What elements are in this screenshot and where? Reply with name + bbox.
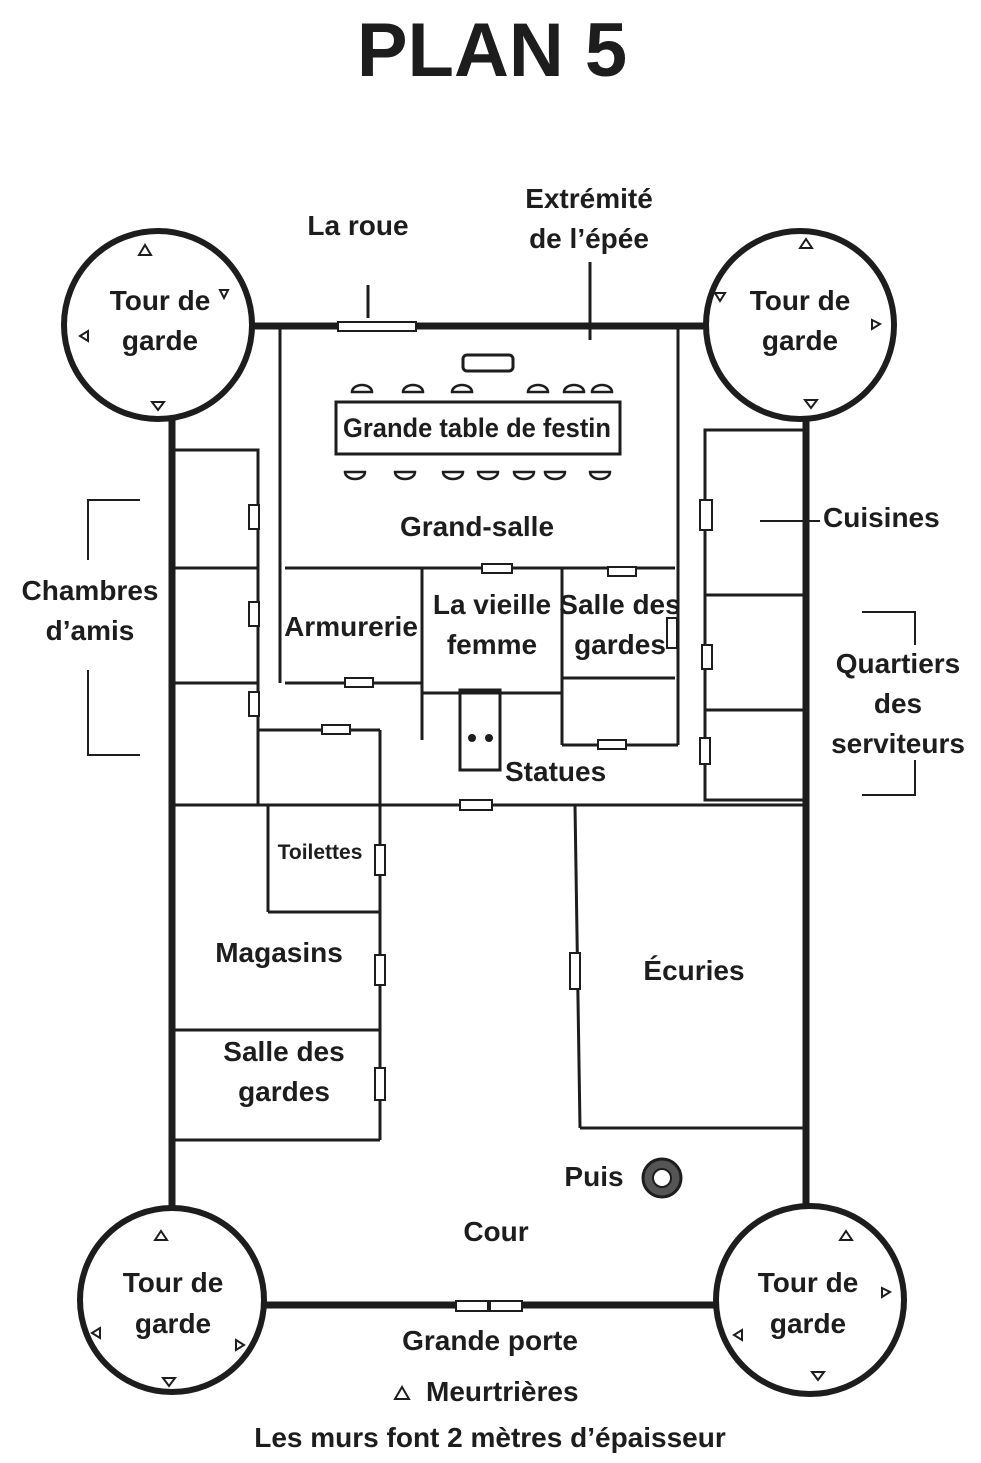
feast-table	[334, 353, 622, 456]
label-grand-salle: Grand-salle	[400, 511, 554, 542]
tower-label: Tour de	[750, 285, 851, 316]
label-vieille: La vieille	[433, 589, 551, 620]
label-statues: Statues	[505, 756, 606, 787]
label-salle-gardes-2: Salle des	[223, 1036, 344, 1067]
label-gardes-2: gardes	[238, 1076, 330, 1107]
label-salle-gardes: Salle des	[559, 589, 680, 620]
tower-label: Tour de	[758, 1267, 859, 1298]
plan-title: PLAN 5	[357, 8, 627, 93]
well-icon	[641, 1157, 683, 1199]
tower-label: garde	[122, 325, 198, 356]
tower-label: garde	[770, 1308, 846, 1339]
quartiers-bracket	[862, 611, 916, 796]
statue-icon	[468, 734, 476, 742]
arrow-slit-icons	[78, 237, 893, 1388]
tower-label: Tour de	[123, 1267, 224, 1298]
label-armurerie: Armurerie	[284, 611, 418, 642]
label-puits: Puis	[564, 1161, 623, 1192]
wall-thickness-note: Les murs font 2 mètres d’épaisseur	[254, 1422, 726, 1453]
doors	[248, 321, 713, 1312]
tower-bottom-left	[77, 1205, 267, 1395]
label-des: des	[874, 688, 922, 719]
label-chambres: Chambres	[22, 575, 159, 606]
label-la-roue: La roue	[307, 210, 408, 241]
tower-bottom-right	[713, 1203, 907, 1397]
label-gardes: gardes	[574, 629, 666, 660]
label-grande-table: Grande table de festin	[343, 413, 611, 443]
chairs	[343, 383, 614, 481]
label-femme: femme	[447, 629, 537, 660]
legend-meurtrieres: Meurtrières	[426, 1376, 579, 1407]
tower-label: garde	[135, 1308, 211, 1339]
label-epee: de l’épée	[529, 223, 649, 254]
label-toilettes: Toilettes	[278, 841, 363, 864]
label-ecuries: Écuries	[643, 955, 744, 986]
statue-icon	[485, 734, 493, 742]
tower-top-left	[61, 228, 255, 422]
tower-top-right	[703, 228, 897, 422]
label-grande-porte: Grande porte	[402, 1325, 578, 1356]
label-amis: d’amis	[46, 615, 135, 646]
label-extremite: Extrémité	[525, 183, 653, 214]
tower-label: garde	[762, 325, 838, 356]
label-magasins: Magasins	[215, 937, 343, 968]
label-serviteurs: serviteurs	[831, 728, 965, 759]
label-quartiers: Quartiers	[836, 648, 961, 679]
label-cour: Cour	[463, 1216, 528, 1247]
tower-label: Tour de	[110, 285, 211, 316]
towers	[61, 228, 907, 1397]
chambres-bracket	[87, 499, 140, 756]
arrow-slit-legend-icon	[393, 1385, 411, 1400]
label-cuisines: Cuisines	[823, 502, 940, 533]
